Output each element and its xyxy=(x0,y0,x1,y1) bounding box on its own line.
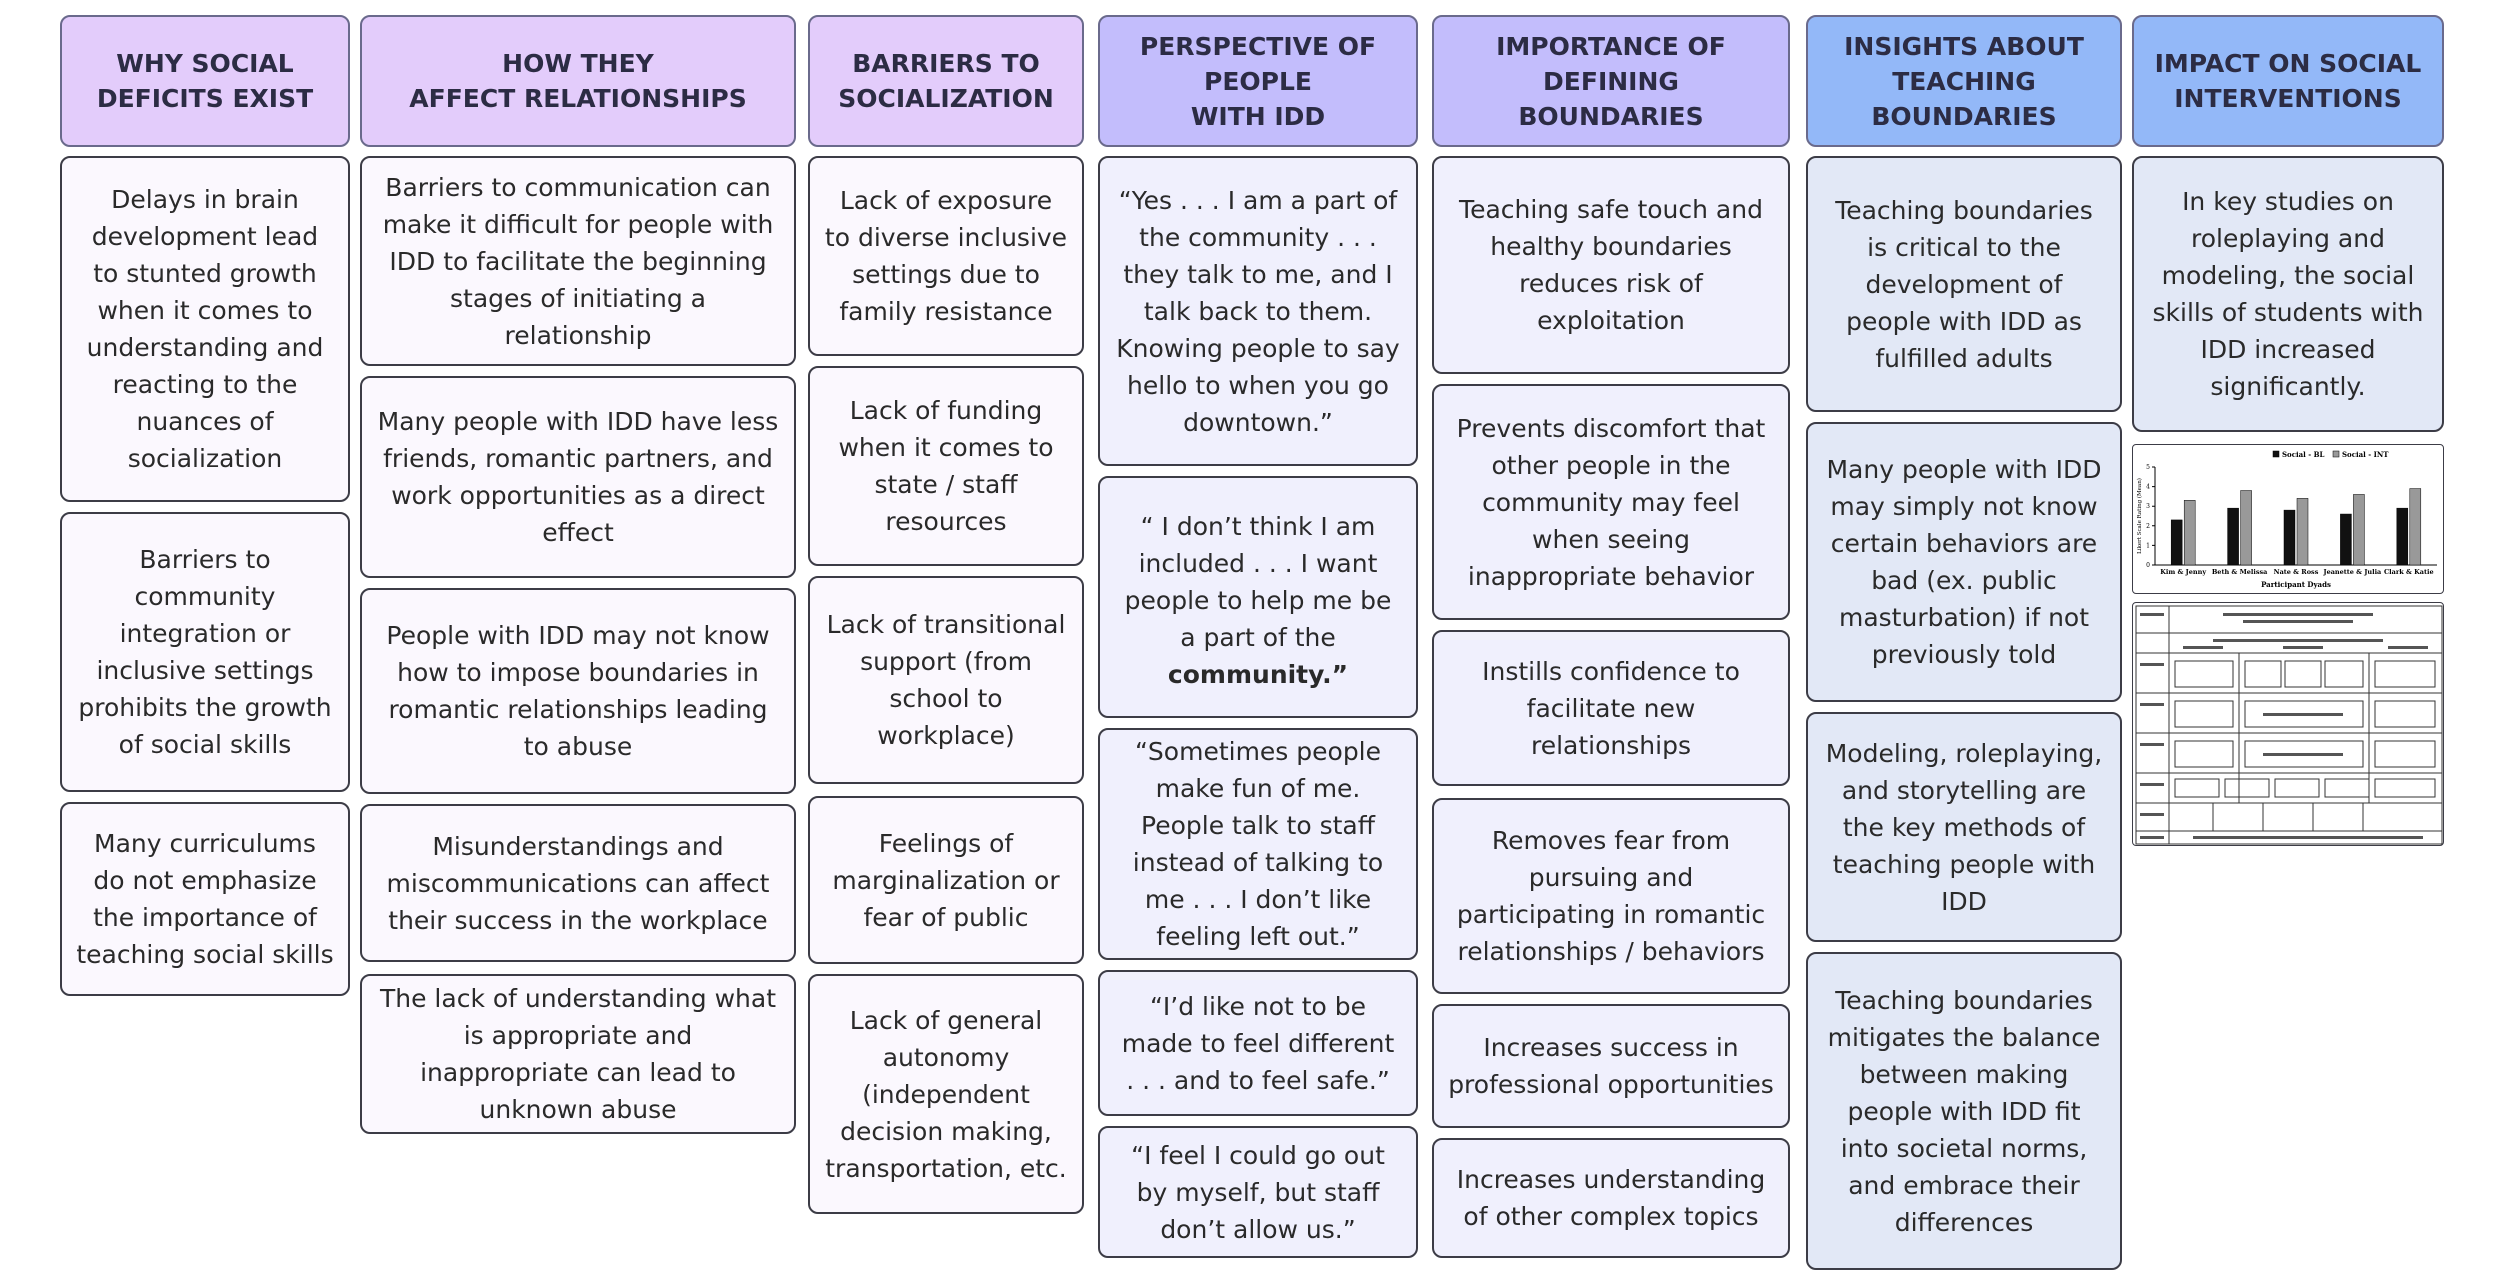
legend-swatch xyxy=(2272,450,2280,458)
column-header: WHY SOCIAL DEFICITS EXIST xyxy=(60,15,350,147)
x-axis-label: Participant Dyads xyxy=(2261,580,2331,589)
card: In key studies on roleplaying and modeli… xyxy=(2132,156,2444,432)
framework-diagram-svg xyxy=(2135,605,2443,845)
quote-text: “ I don’t think I am included . . . I wa… xyxy=(1124,512,1392,652)
card: Feelings of marginalization or fear of p… xyxy=(808,796,1084,964)
quote-card: “I feel I could go out by myself, but st… xyxy=(1098,1126,1418,1258)
column-header: IMPORTANCE OF DEFINING BOUNDARIES xyxy=(1432,15,1790,147)
bar-chart-svg: 0 1 2 3 4 5 Social - BL Social - INT Kim & Jenny… xyxy=(2136,450,2437,589)
bar xyxy=(2340,513,2352,566)
y-axis-label: Likert Scale Rating (Mean) xyxy=(2136,478,2143,554)
card: Increases understanding of other complex… xyxy=(1432,1138,1790,1258)
card: Many curriculums do not emphasize the im… xyxy=(60,802,350,996)
card: Removes fear from pursuing and participa… xyxy=(1432,798,1790,994)
framework-diagram-image xyxy=(2132,602,2444,846)
card: Modeling, roleplaying, and storytelling … xyxy=(1806,712,2122,942)
bar xyxy=(2283,509,2296,566)
quote-card: “Yes . . . I am a part of the community … xyxy=(1098,156,1418,466)
card: Instills confidence to facilitate new re… xyxy=(1432,630,1790,786)
card: Barriers to communication can make it di… xyxy=(360,156,796,366)
y-tick-label: 1 xyxy=(2146,542,2150,549)
quote-bold-tail: community.” xyxy=(1167,660,1349,689)
column-header: INSIGHTS ABOUT TEACHING BOUNDARIES xyxy=(1806,15,2122,147)
card: Lack of transitional support (from schoo… xyxy=(808,576,1084,784)
quote-card: “ I don’t think I am included . . . I wa… xyxy=(1098,476,1418,718)
column-header: HOW THEY AFFECT RELATIONSHIPS xyxy=(360,15,796,147)
card: Teaching boundaries mitigates the balanc… xyxy=(1806,952,2122,1270)
x-tick-label: Kim & Jenny xyxy=(2160,568,2206,576)
y-tick-label: 5 xyxy=(2146,464,2150,471)
quote-card: “Sometimes people make fun of me. People… xyxy=(1098,728,1418,960)
y-tick-label: 3 xyxy=(2146,503,2150,510)
card: Prevents discomfort that other people in… xyxy=(1432,384,1790,620)
card: Barriers to community integration or inc… xyxy=(60,512,350,792)
bar xyxy=(2170,519,2183,566)
card: The lack of understanding what is approp… xyxy=(360,974,796,1134)
card: Many people with IDD have less friends, … xyxy=(360,376,796,578)
card: Misunderstandings and miscommunications … xyxy=(360,804,796,962)
y-tick-label: 2 xyxy=(2146,523,2150,530)
y-tick-label: 4 xyxy=(2146,484,2150,491)
x-tick-label: Nate & Ross xyxy=(2274,568,2319,576)
x-tick-label: Clark & Katie xyxy=(2384,568,2434,576)
bar xyxy=(2409,488,2422,566)
card: Many people with IDD may simply not know… xyxy=(1806,422,2122,702)
bar xyxy=(2296,498,2309,566)
bar xyxy=(2227,507,2239,566)
card: Lack of exposure to diverse inclusive se… xyxy=(808,156,1084,356)
legend-swatch xyxy=(2332,450,2340,458)
quote-card: “I’d like not to be made to feel differe… xyxy=(1098,970,1418,1116)
column-header: BARRIERS TO SOCIALIZATION xyxy=(808,15,1084,147)
card: Teaching safe touch and healthy boundari… xyxy=(1432,156,1790,374)
y-tick-label: 0 xyxy=(2146,562,2150,569)
card: Lack of general autonomy (independent de… xyxy=(808,974,1084,1214)
x-tick-label: Beth & Melissa xyxy=(2212,568,2268,576)
column-header: PERSPECTIVE OF PEOPLE WITH IDD xyxy=(1098,15,1418,147)
bar xyxy=(2240,490,2252,566)
card: Teaching boundaries is critical to the d… xyxy=(1806,156,2122,412)
bar xyxy=(2353,494,2365,566)
legend-label: Social - BL xyxy=(2282,450,2325,459)
bar xyxy=(2396,507,2409,566)
legend-label: Social - INT xyxy=(2342,450,2389,459)
study-bar-chart: 0 1 2 3 4 5 Social - BL Social - INT Kim & Jenny… xyxy=(2132,444,2444,594)
card: Lack of funding when it comes to state /… xyxy=(808,366,1084,566)
card: People with IDD may not know how to impo… xyxy=(360,588,796,794)
bar xyxy=(2183,500,2196,566)
x-tick-label: Jeanette & Julia xyxy=(2323,568,2383,576)
column-header: IMPACT ON SOCIAL INTERVENTIONS xyxy=(2132,15,2444,147)
card: Increases success in professional opport… xyxy=(1432,1004,1790,1128)
card: Delays in brain development lead to stun… xyxy=(60,156,350,502)
